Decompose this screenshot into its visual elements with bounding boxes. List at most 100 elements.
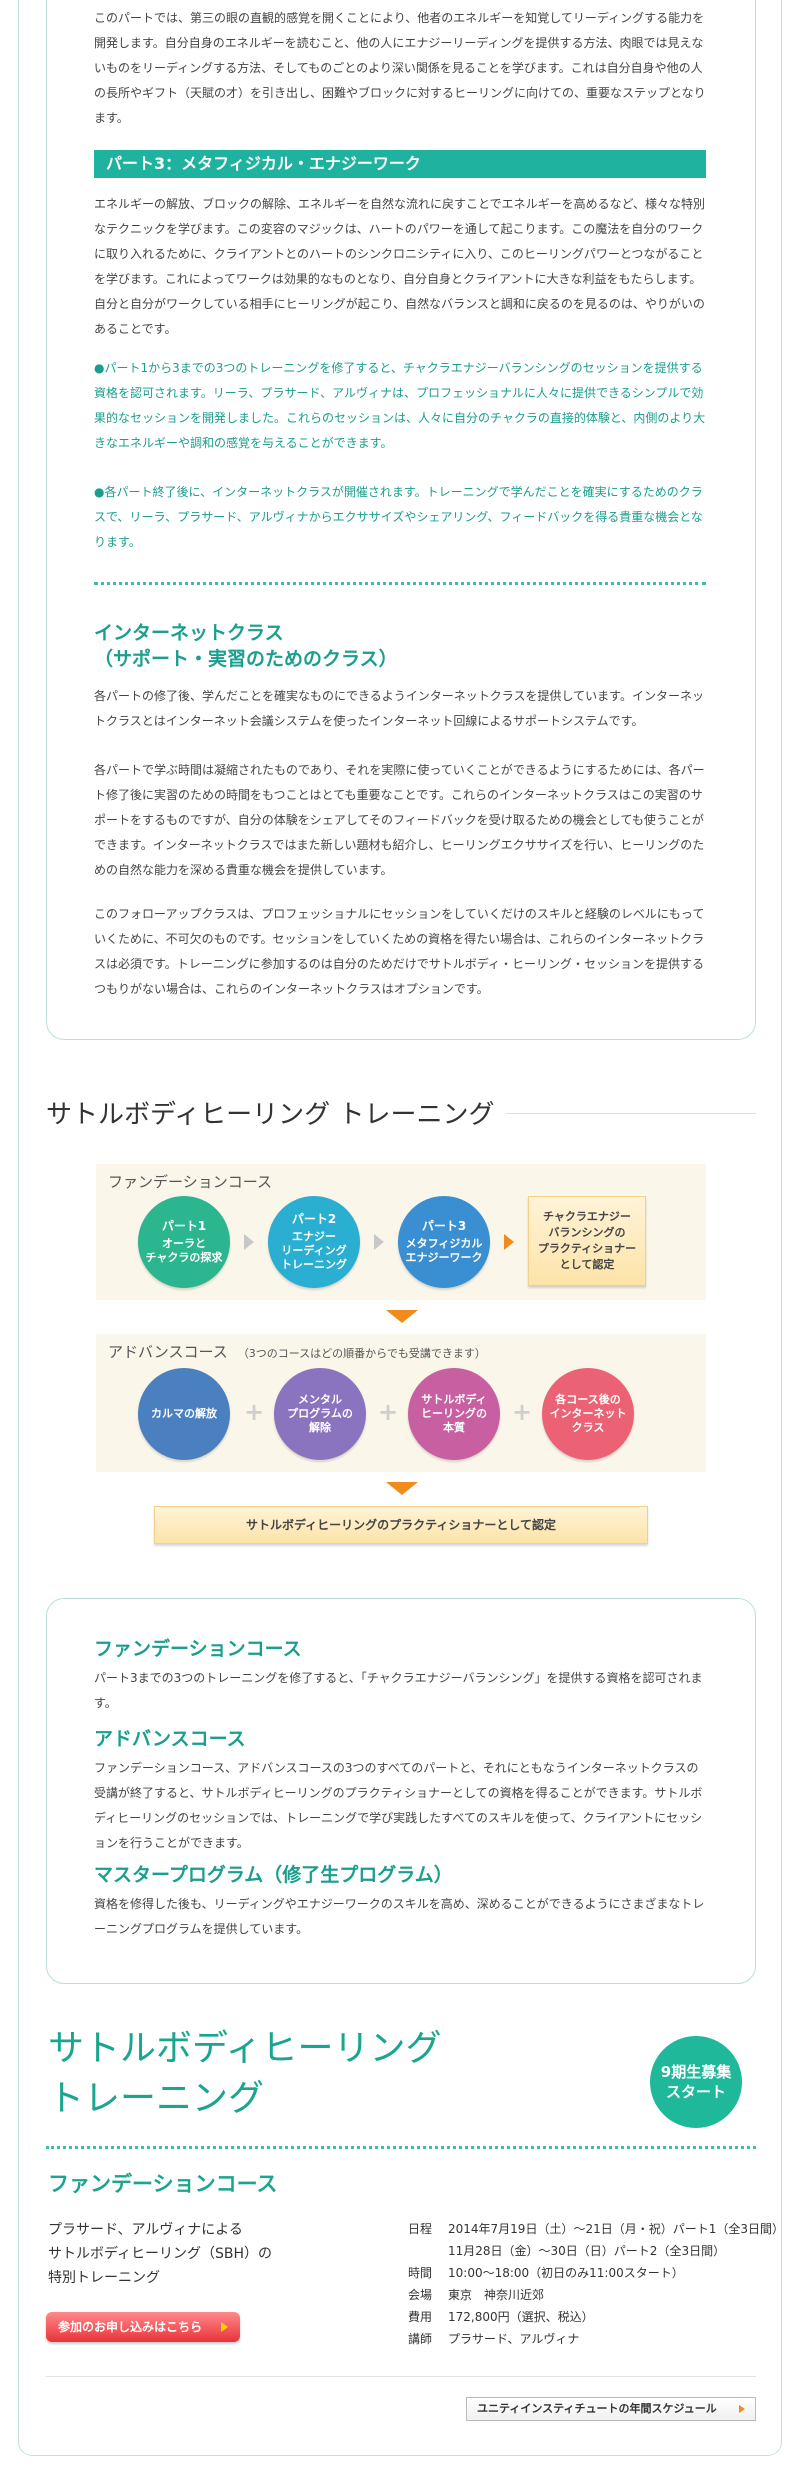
info-row: 費用 172,800円（選択、税込） bbox=[408, 2306, 784, 2328]
adv3-line2: ヒーリングの bbox=[421, 1407, 487, 1420]
foundation-cert-line2: バランシングの bbox=[548, 1226, 626, 1239]
part3-paragraph: エネルギーの解放、ブロックの解除、エネルギーを自然な流れに戻すことでエネルギーを… bbox=[94, 197, 706, 336]
apply-button-label: 参加のお申し込みはこちら bbox=[58, 2320, 203, 2334]
internet-class-title: インターネットクラス （サポート・実習のためのクラス） bbox=[94, 620, 398, 672]
info-row: 会場 東京 神奈川近郊 bbox=[408, 2284, 784, 2306]
page-frame bbox=[18, 0, 782, 2456]
advanced-course-title: アドバンスコース bbox=[94, 1728, 246, 1750]
info-value: 2014年7月19日（土）～21日（月・祝）パート1（全3日間） bbox=[448, 2222, 784, 2236]
advanced-label: アドバンスコース （3つのコースはどの順番からでも受講できます） bbox=[108, 1341, 486, 1362]
dotted-divider bbox=[46, 2146, 756, 2149]
event-info-table: 日程 2014年7月19日（土）～21日（月・祝）パート1（全3日間） 11月28… bbox=[408, 2218, 784, 2350]
adv4-line3: クラス bbox=[571, 1421, 605, 1434]
arrow-right-icon bbox=[504, 1234, 514, 1250]
advanced-note: （3つのコースはどの順番からでも受講できます） bbox=[237, 1347, 486, 1360]
annual-schedule-link[interactable]: ユニティインスティチュートの年間スケジュール bbox=[466, 2397, 756, 2421]
part1-circle[interactable]: パート1 オーラと チャクラの探求 bbox=[138, 1196, 230, 1288]
mental-program-circle[interactable]: メンタル プログラムの 解除 bbox=[274, 1368, 366, 1460]
part2-circle[interactable]: パート2 エナジー リーディング トレーニング bbox=[268, 1196, 360, 1288]
part1-line2: オーラと bbox=[162, 1237, 206, 1250]
event-title: サトルボディヒーリング トレーニング bbox=[48, 2024, 441, 2124]
final-certification-box: サトルボディヒーリングのプラクティショナーとして認定 bbox=[154, 1506, 648, 1544]
part3-number: パート3 bbox=[421, 1219, 467, 1233]
info-key: 時間 bbox=[408, 2266, 433, 2280]
trainer-description: プラサード、アルヴィナによる サトルボディヒーリング（SBH）の 特別トレーニン… bbox=[48, 2218, 272, 2290]
foundation-course-title: ファンデーションコース bbox=[94, 1638, 302, 1660]
part2-line2: エナジー bbox=[292, 1230, 336, 1243]
info-row: 11月28日（金）～30日（日）パート2（全3日間） bbox=[408, 2240, 784, 2262]
internet-class-title-line1: インターネットクラス bbox=[94, 622, 284, 644]
info-key: 日程 bbox=[408, 2222, 433, 2236]
info-key: 講師 bbox=[408, 2332, 433, 2346]
part2-line3: リーディング bbox=[281, 1244, 347, 1257]
trainer-line2: サトルボディヒーリング（SBH）の bbox=[48, 2246, 273, 2262]
info-value: 11月28日（金）～30日（日）パート2（全3日間） bbox=[448, 2244, 726, 2258]
foundation-cert-line1: チャクラエナジー bbox=[543, 1210, 631, 1223]
info-value: 10:00～18:00（初日のみ11:00スタート） bbox=[448, 2266, 684, 2280]
info-key bbox=[408, 2240, 448, 2262]
info-value: プラサード、アルヴィナ bbox=[448, 2332, 580, 2346]
part2-line4: トレーニング bbox=[281, 1258, 347, 1271]
event-course-title: ファンデーションコース bbox=[48, 2171, 278, 2196]
part3-heading: パート3：メタフィジカル・エナジーワーク bbox=[94, 150, 706, 178]
part3-line2: メタフィジカル bbox=[405, 1237, 483, 1250]
plus-icon: + bbox=[378, 1398, 399, 1426]
info-key: 会場 bbox=[408, 2288, 433, 2302]
foundation-cert-line3: プラクティショナー bbox=[537, 1242, 637, 1255]
master-program-title: マスタープログラム（修了生プログラム） bbox=[94, 1864, 453, 1886]
intro-paragraph: このパートでは、第三の眼の直観的感覚を開くことにより、他者のエネルギーを知覚して… bbox=[94, 11, 706, 125]
part3-circle[interactable]: パート3 メタフィジカル エナジーワーク bbox=[398, 1196, 490, 1288]
adv4-line1: 各コース後の bbox=[555, 1393, 621, 1406]
dotted-divider bbox=[94, 582, 706, 585]
info-key: 費用 bbox=[408, 2310, 433, 2324]
plus-icon: + bbox=[512, 1398, 533, 1426]
foundation-label: ファンデーションコース bbox=[108, 1173, 272, 1191]
foundation-course-text: パート3までの3つのトレーニングを修了すると、「チャクラエナジーバランシング」を… bbox=[94, 1671, 703, 1710]
part2-number: パート2 bbox=[291, 1212, 337, 1226]
arrow-down-icon bbox=[386, 1482, 418, 1495]
courses-card bbox=[46, 1598, 756, 1984]
apply-button[interactable]: 参加のお申し込みはこちら bbox=[46, 2312, 240, 2342]
master-program-text: 資格を修得した後も、リーディングやエナジーワークのスキルを高め、深めることができ… bbox=[94, 1897, 705, 1936]
internet-class-circle[interactable]: 各コース後の インターネット クラス bbox=[542, 1368, 634, 1460]
certification-note: ●パート1から3までの3つのトレーニングを修了すると、チャクラエナジーバランシン… bbox=[94, 361, 706, 450]
adv2-line3: 解除 bbox=[309, 1421, 331, 1434]
section-divider-line bbox=[506, 1113, 756, 1114]
training-section-title: サトルボディヒーリング トレーニング bbox=[46, 1100, 495, 1130]
arrow-right-icon bbox=[374, 1234, 384, 1250]
advanced-course-text: ファンデーションコース、アドバンスコースの3つのすべてのパートと、それにともなう… bbox=[94, 1761, 703, 1850]
info-value: 172,800円（選択、税込） bbox=[448, 2310, 594, 2324]
info-row: 日程 2014年7月19日（土）～21日（月・祝）パート1（全3日間） bbox=[408, 2218, 784, 2240]
internet-class-paragraph-3: このフォローアップクラスは、プロフェッショナルにセッションをしていくだけのスキル… bbox=[94, 907, 705, 996]
event-title-line2: トレーニング bbox=[48, 2078, 265, 2119]
part3-line3: エナジーワーク bbox=[405, 1251, 483, 1264]
badge-line2: スタート bbox=[665, 2083, 726, 2101]
adv1-line1: カルマの解放 bbox=[151, 1407, 217, 1420]
trainer-line3: 特別トレーニング bbox=[48, 2270, 160, 2286]
adv4-line2: インターネット bbox=[549, 1407, 627, 1420]
annual-schedule-label: ユニティインスティチュートの年間スケジュール bbox=[477, 2402, 717, 2415]
internet-class-title-line2: （サポート・実習のためのクラス） bbox=[94, 648, 398, 670]
info-value: 東京 神奈川近郊 bbox=[448, 2288, 545, 2302]
recruitment-badge: 9期生募集 スタート bbox=[650, 2036, 742, 2128]
foundation-cert-line4: として認定 bbox=[559, 1258, 615, 1271]
foundation-certification-box: チャクラエナジー バランシングの プラクティショナー として認定 bbox=[528, 1196, 646, 1286]
subtle-body-essence-circle[interactable]: サトルボディ ヒーリングの 本質 bbox=[408, 1368, 500, 1460]
part-details-card bbox=[46, 0, 756, 1040]
arrow-right-icon bbox=[244, 1234, 254, 1250]
footer-divider bbox=[46, 2376, 756, 2377]
event-title-line1: サトルボディヒーリング bbox=[48, 2028, 442, 2069]
adv2-line1: メンタル bbox=[298, 1393, 342, 1406]
advanced-label-text: アドバンスコース bbox=[108, 1343, 228, 1361]
part1-line3: チャクラの探求 bbox=[145, 1251, 223, 1264]
part1-number: パート1 bbox=[161, 1219, 207, 1233]
karma-release-circle[interactable]: カルマの解放 bbox=[138, 1368, 230, 1460]
adv3-line3: 本質 bbox=[443, 1421, 465, 1434]
badge-line1: 9期生募集 bbox=[660, 2063, 732, 2081]
info-row: 講師 プラサード、アルヴィナ bbox=[408, 2328, 784, 2350]
adv2-line2: プログラムの bbox=[287, 1407, 353, 1420]
arrow-down-icon bbox=[386, 1310, 418, 1323]
adv3-line1: サトルボディ bbox=[421, 1393, 487, 1406]
plus-icon: + bbox=[244, 1398, 265, 1426]
internet-class-note: ●各パート終了後に、インターネットクラスが開催されます。トレーニングで学んだこと… bbox=[94, 485, 703, 549]
